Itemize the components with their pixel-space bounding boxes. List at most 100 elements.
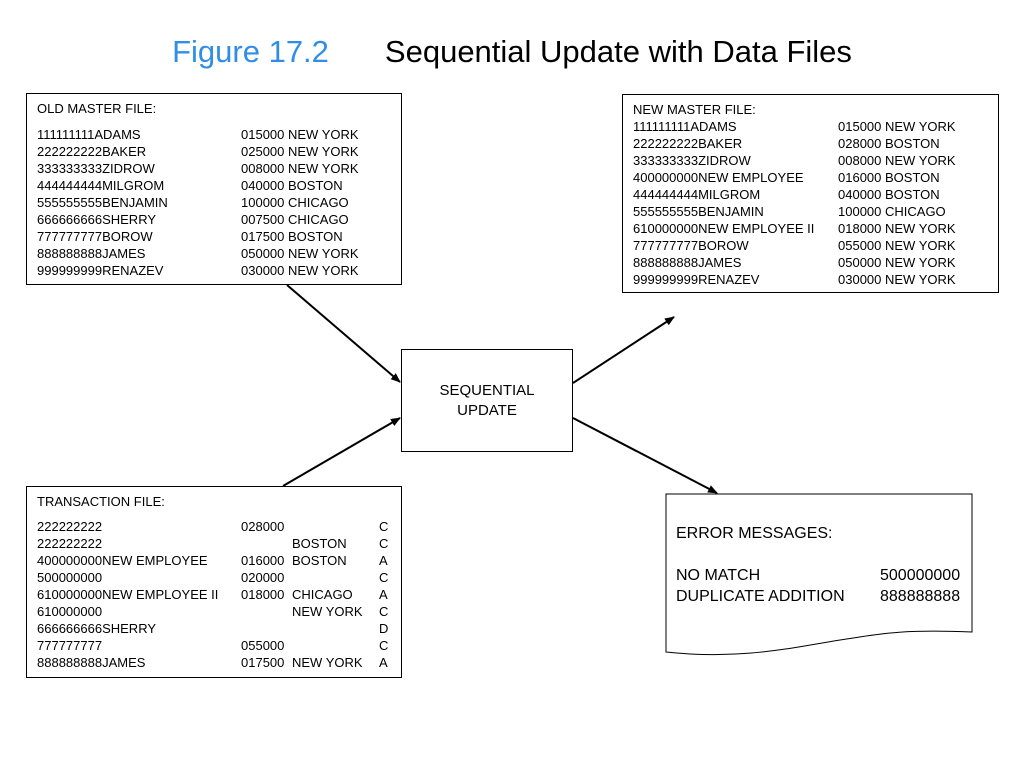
transaction-record-field-3: BOSTON [292,536,347,551]
arrow-transaction-to-update [282,417,401,487]
transaction-heading: TRANSACTION FILE: [37,494,165,509]
new-master-record-field-1: 555555555BENJAMIN [633,204,764,219]
transaction-record: 222222222 BOSTON C [37,535,388,552]
old-master-record-field-2: 008000 NEW YORK [241,161,359,176]
new-master-record: 222222222BAKER 028000 BOSTON [633,135,956,152]
transaction-record-field-3: CHICAGO [292,587,353,602]
arrow-update-to-new [572,316,675,384]
new-master-record-field-2: 040000 BOSTON [838,187,940,202]
old-master-record-field-2: 100000 CHICAGO [241,195,349,210]
process-line-2: UPDATE [457,401,517,419]
new-master-record: 555555555BENJAMIN 100000 CHICAGO [633,203,956,220]
old-master-record-field-1: 555555555BENJAMIN [37,195,168,210]
transaction-record-field-2: 055000 [241,638,285,653]
transaction-record-field-1: 222222222 [37,536,103,551]
old-master-record-field-1: 999999999RENAZEV [37,263,164,278]
old-master-heading: OLD MASTER FILE: [37,101,157,116]
transaction-record-field-2 [241,603,292,620]
old-master-record-field-1: 444444444MILGROM [37,178,165,193]
figure-number: Figure 17.2 [172,34,329,69]
old-master-record-field-1: 666666666SHERRY [37,212,157,227]
transaction-record: 500000000 020000 C [37,569,388,586]
old-master-record: 666666666SHERRY 007500 CHICAGO [37,211,359,228]
new-master-record-field-1: 610000000NEW EMPLOYEE II [633,221,815,236]
transaction-record-field-1: 610000000 [37,604,103,619]
old-master-record-field-2: 025000 NEW YORK [241,144,359,159]
arrow-update-to-errors [572,417,718,494]
process-line-1: SEQUENTIAL [439,381,535,399]
old-master-record-field-2: 040000 BOSTON [241,178,343,193]
transaction-record-field-4: C [379,519,389,534]
old-master-record: 444444444MILGROM 040000 BOSTON [37,177,359,194]
old-master-record: 222222222BAKER 025000 NEW YORK [37,143,359,160]
error-document-shape [665,493,973,656]
new-master-record-field-1: 333333333ZIDROW [633,153,751,168]
transaction-record-field-4: A [379,553,388,568]
old-master-record-field-2: 007500 CHICAGO [241,212,349,227]
transaction-record-field-2 [241,620,292,637]
error-key: 888888888 [880,588,961,605]
new-master-record-field-1: 400000000NEW EMPLOYEE [633,170,804,185]
old-master-record-field-1: 111111111ADAMS [37,127,141,142]
old-master-record-field-1: 888888888JAMES [37,246,146,261]
transaction-record-field-3 [292,518,379,535]
transaction-record-field-1: 777777777 [37,638,103,653]
transaction-record-field-2: 020000 [241,570,285,585]
old-master-record-field-1: 222222222BAKER [37,144,147,159]
old-master-record-field-2: 030000 NEW YORK [241,263,359,278]
new-master-record-field-2: 015000 NEW YORK [838,119,956,134]
error-key: 500000000 [880,567,961,584]
new-master-record-field-2: 008000 NEW YORK [838,153,956,168]
transaction-record-field-1: 666666666SHERRY [37,621,157,636]
transaction-record-field-4: C [379,570,389,585]
old-master-record: 999999999RENAZEV 030000 NEW YORK [37,262,359,279]
new-master-record-field-2: 050000 NEW YORK [838,255,956,270]
sequential-update-box: SEQUENTIAL UPDATE [401,349,573,452]
transaction-record-field-1: 222222222 [37,519,103,534]
transaction-record-field-4: A [379,655,388,670]
new-master-record-field-2: 055000 NEW YORK [838,238,956,253]
new-master-record-field-1: 888888888JAMES [633,255,742,270]
new-master-record-field-1: 222222222BAKER [633,136,743,151]
transaction-record-field-1: 500000000 [37,570,103,585]
transaction-record-field-1: 888888888JAMES [37,655,146,670]
new-master-record: 888888888JAMES 050000 NEW YORK [633,254,956,271]
transaction-record-field-3: BOSTON [292,553,347,568]
figure-title: Figure 17.2 Sequential Update with Data F… [0,34,1024,70]
new-master-record: 333333333ZIDROW 008000 NEW YORK [633,152,956,169]
new-master-record-field-2: 018000 NEW YORK [838,221,956,236]
new-master-heading: NEW MASTER FILE: [633,102,756,117]
new-master-record-field-1: 444444444MILGROM [633,187,761,202]
error-message: NO MATCH [676,567,761,584]
new-master-record-field-2: 100000 CHICAGO [838,204,946,219]
error-row: NO MATCH 500000000 [676,565,960,586]
transaction-record-field-3: NEW YORK [292,655,363,670]
new-master-record: 444444444MILGROM 040000 BOSTON [633,186,956,203]
transaction-record-field-2: 016000 [241,553,285,568]
new-master-record-field-2: 028000 BOSTON [838,136,940,151]
transaction-record-field-4: C [379,536,389,551]
figure-caption: Sequential Update with Data Files [384,34,852,69]
transaction-record-field-3 [292,637,379,654]
new-master-record: 610000000NEW EMPLOYEE II 018000 NEW YORK [633,220,956,237]
old-master-record: 555555555BENJAMIN 100000 CHICAGO [37,194,359,211]
